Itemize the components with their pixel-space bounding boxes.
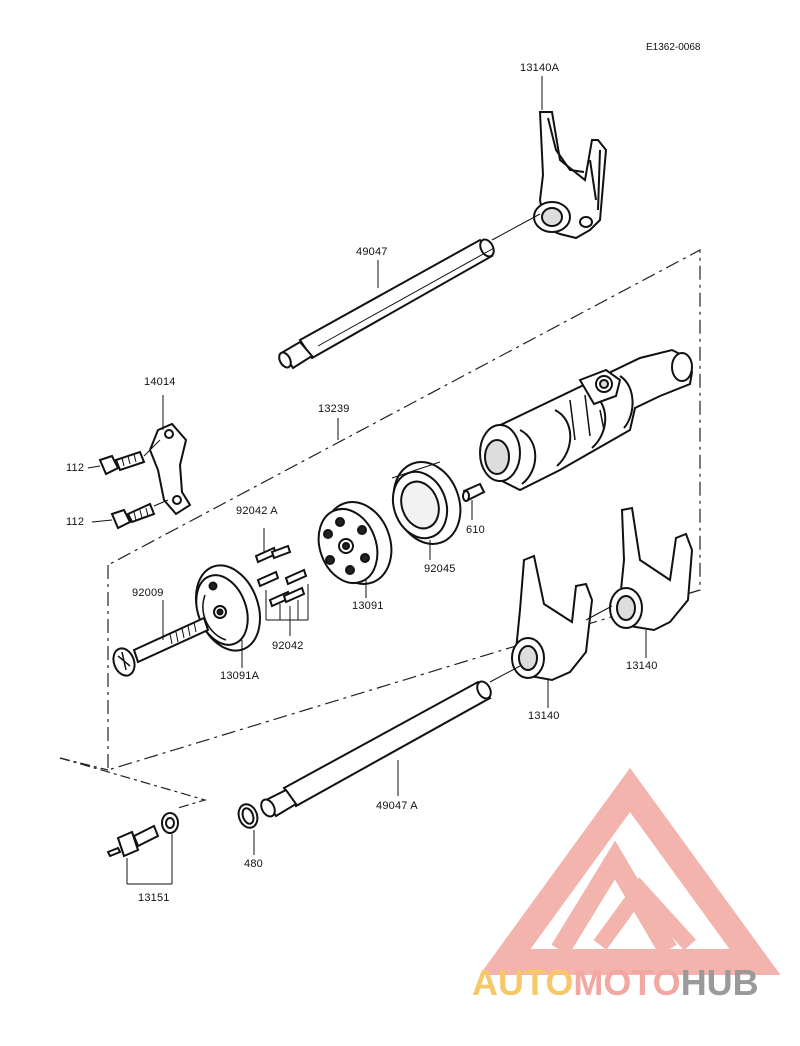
shaft-49047a [260, 605, 613, 818]
shift-fork-13140-right [609, 506, 694, 632]
part-label-13140-left: 13140 [528, 710, 560, 722]
part-label-92045: 92045 [424, 563, 456, 575]
diagram-code: E1362-0068 [646, 42, 701, 53]
shift-fork-13140a [533, 111, 608, 240]
shaft-49047 [278, 213, 541, 370]
watermark-logo-icon [479, 767, 781, 975]
switch-13151 [106, 812, 179, 885]
part-label-13140-right: 13140 [626, 660, 658, 672]
part-label-92042: 92042 [272, 640, 304, 652]
watermark-hub: HUB [680, 962, 759, 1003]
part-label-610: 610 [466, 524, 485, 536]
part-label-13091: 13091 [352, 600, 384, 612]
part-label-14014: 14014 [144, 376, 176, 388]
part-label-112-upper: 112 [66, 462, 85, 474]
part-label-13151: 13151 [138, 892, 170, 904]
watermark-moto: MOTO [573, 962, 681, 1003]
assembly-outline [59, 249, 701, 809]
plate-13091a [195, 564, 261, 652]
part-label-92009: 92009 [132, 587, 164, 599]
bearing-92045 [391, 461, 462, 545]
part-label-13140a: 13140A [520, 62, 560, 74]
pins-92042 [254, 528, 309, 636]
part-label-13239: 13239 [318, 403, 350, 415]
part-label-480: 480 [244, 858, 263, 870]
bolt-112-lower [110, 499, 169, 530]
screw-92009 [112, 600, 210, 677]
watermark-brand: AUTOMOTOHUB [472, 962, 759, 1004]
leader-lines [87, 76, 647, 796]
pin-holder-13091 [317, 501, 393, 585]
part-label-92042a: 92042 A [236, 505, 278, 517]
pin-610 [462, 482, 486, 502]
part-label-13091a: 13091A [220, 670, 260, 682]
part-label-112-lower: 112 [66, 516, 85, 528]
plate-14014 [148, 395, 192, 516]
part-label-49047: 49047 [356, 246, 388, 258]
watermark-auto: AUTO [472, 962, 574, 1003]
bolt-112-upper [98, 439, 161, 476]
circlip-480 [237, 803, 259, 855]
part-label-49047a: 49047 A [376, 800, 418, 812]
shift-drum-13239 [479, 348, 694, 492]
shift-fork-13140-left [511, 554, 594, 682]
